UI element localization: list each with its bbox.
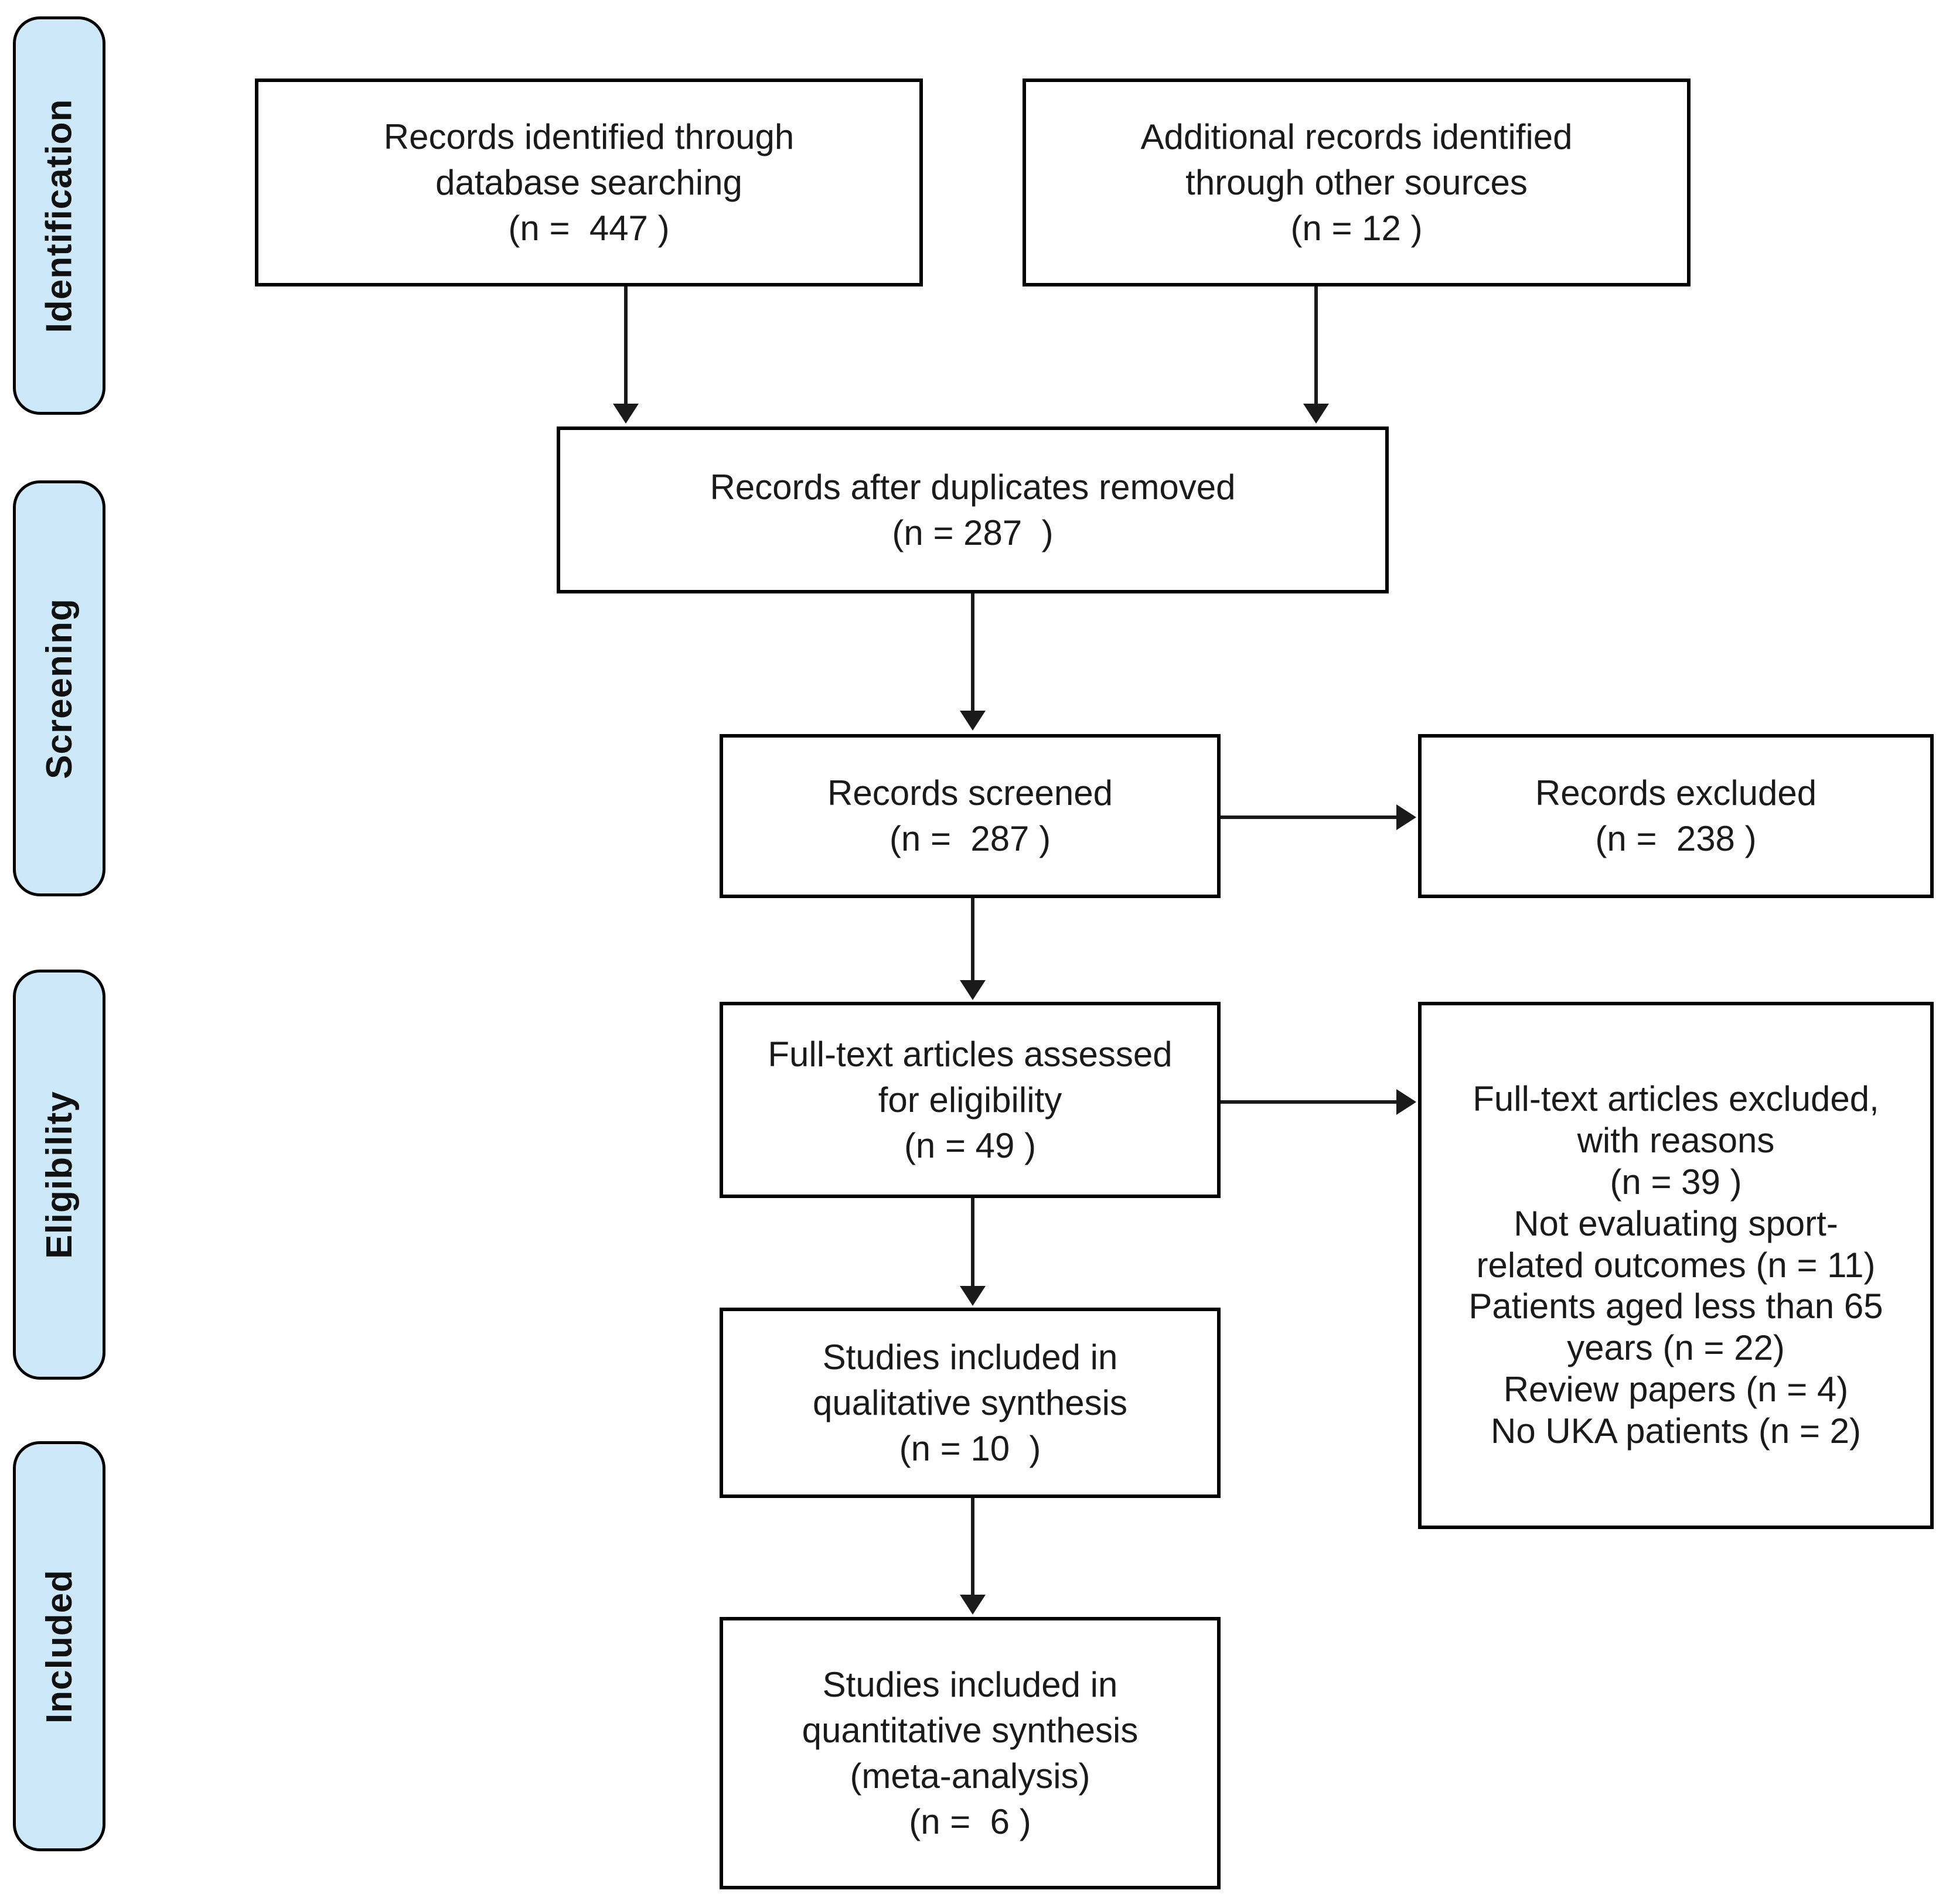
box-records-screened: Records screened (n = 287 ) [720, 734, 1221, 898]
arrowhead-db-to-duplicates [613, 404, 639, 424]
box-line: Full-text articles excluded, [1473, 1079, 1879, 1119]
box-line: qualitative synthesis [813, 1383, 1127, 1422]
box-studies-qualitative-synthesis: Studies included in qualitative synthesi… [720, 1308, 1221, 1498]
box-line: No UKA patients (n = 2) [1491, 1411, 1861, 1451]
stage-pill-included: Included [13, 1441, 105, 1851]
arrowhead-screened-to-excluded [1396, 804, 1416, 830]
box-records-excluded: Records excluded (n = 238 ) [1418, 734, 1934, 898]
arrowhead-other-to-duplicates [1303, 404, 1329, 424]
box-line: (meta-analysis) [850, 1756, 1090, 1796]
box-additional-records-other-sources: Additional records identified through ot… [1023, 79, 1691, 286]
connector-screened-to-fulltext [971, 898, 974, 980]
box-line: (n = 39 ) [1610, 1162, 1742, 1202]
stage-label-screening: Screening [39, 598, 80, 779]
box-line: (n = 10 ) [899, 1428, 1041, 1468]
box-studies-quantitative-synthesis: Studies included in quantitative synthes… [720, 1617, 1221, 1889]
box-line: through other sources [1185, 162, 1528, 202]
stage-label-identification: Identification [39, 98, 80, 333]
box-line: (n = 12 ) [1290, 208, 1423, 248]
connector-screened-to-excluded [1221, 815, 1396, 819]
connector-duplicates-to-screened [971, 593, 974, 711]
box-line: Studies included in [822, 1664, 1118, 1704]
arrowhead-qualitative-to-quantitative [960, 1595, 986, 1615]
connector-other-to-duplicates [1314, 286, 1318, 404]
arrowhead-fulltext-to-excluded [1396, 1089, 1416, 1115]
stage-pill-identification: Identification [13, 16, 105, 415]
box-line: Additional records identified [1140, 117, 1573, 156]
box-line: for eligibility [878, 1080, 1062, 1120]
box-line: related outcomes (n = 11) [1476, 1245, 1876, 1285]
box-line: Patients aged less than 65 [1468, 1287, 1883, 1326]
arrowhead-fulltext-to-qualitative [960, 1286, 986, 1306]
box-line: Studies included in [822, 1337, 1118, 1377]
box-fulltext-excluded-with-reasons: Full-text articles excluded, with reason… [1418, 1002, 1934, 1529]
box-fulltext-assessed-for-eligibility: Full-text articles assessed for eligibil… [720, 1002, 1221, 1198]
box-line: (n = 287 ) [889, 819, 1051, 858]
box-line: Records screened [827, 773, 1113, 813]
box-line: Not evaluating sport- [1514, 1203, 1838, 1243]
box-line: (n = 238 ) [1595, 819, 1757, 858]
connector-qualitative-to-quantitative [971, 1498, 974, 1595]
box-line: with reasons [1577, 1121, 1775, 1161]
box-line: database searching [435, 162, 742, 202]
arrowhead-screened-to-fulltext [960, 980, 986, 1000]
box-line: Full-text articles assessed [768, 1034, 1173, 1074]
stage-label-eligibility: Eligibility [39, 1090, 80, 1259]
stage-label-included: Included [39, 1569, 80, 1724]
stage-pill-eligibility: Eligibility [13, 970, 105, 1380]
box-line: Review papers (n = 4) [1503, 1369, 1849, 1409]
arrowhead-duplicates-to-screened [960, 711, 986, 731]
box-records-after-duplicates-removed: Records after duplicates removed (n = 28… [557, 426, 1389, 593]
stage-pill-screening: Screening [13, 480, 105, 896]
box-line: Records identified through [383, 117, 795, 156]
connector-fulltext-to-excluded [1221, 1100, 1396, 1104]
box-line: Records after duplicates removed [710, 467, 1236, 507]
box-line: quantitative synthesis [802, 1710, 1139, 1750]
box-line: (n = 6 ) [909, 1801, 1031, 1841]
connector-db-to-duplicates [624, 286, 628, 404]
box-line: (n = 49 ) [904, 1125, 1037, 1165]
connector-fulltext-to-qualitative [971, 1198, 974, 1286]
box-line: Records excluded [1535, 773, 1817, 813]
box-records-identified-database: Records identified through database sear… [255, 79, 923, 286]
box-line: (n = 447 ) [508, 208, 670, 248]
box-line: (n = 287 ) [892, 513, 1054, 552]
box-line: years (n = 22) [1567, 1328, 1785, 1368]
